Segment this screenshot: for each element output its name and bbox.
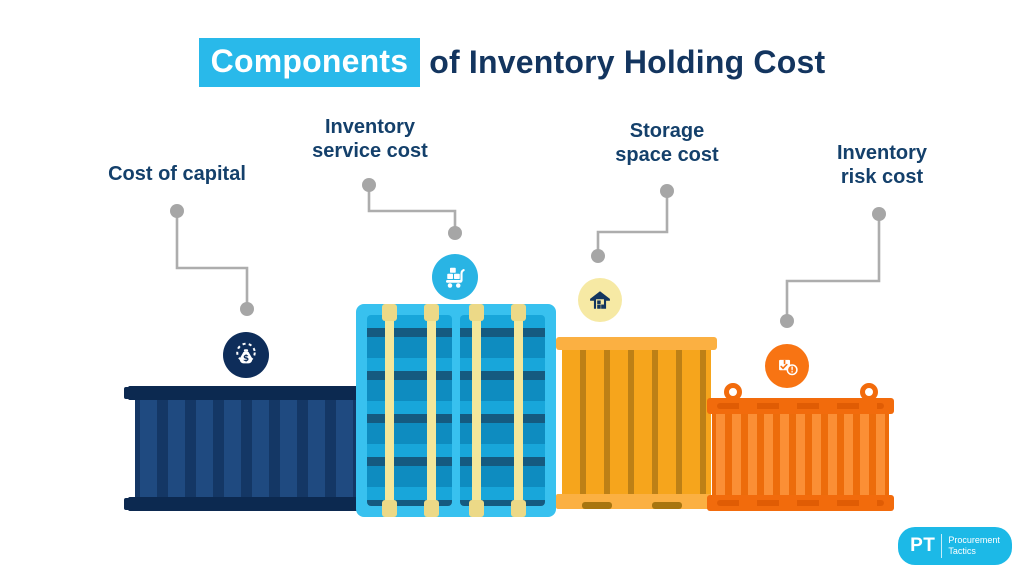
- label-cost-of-capital: Cost of capital: [108, 163, 246, 185]
- brand-name-line2: Tactics: [948, 546, 976, 556]
- money-gear-icon: $: [223, 332, 269, 378]
- label-storage-space-cost: Storage space cost: [615, 120, 719, 166]
- yellow-container-top-rail: [556, 337, 717, 350]
- page-title: Components of Inventory Holding Cost: [0, 38, 1024, 87]
- connector-dot: [170, 204, 184, 218]
- pallet-notch: [582, 502, 612, 509]
- connector-dot: [362, 178, 376, 192]
- brand-name-line1: Procurement: [948, 535, 1000, 545]
- svg-text:!: !: [790, 366, 793, 375]
- box-alert-icon: !: [765, 344, 809, 388]
- brand-name: Procurement Tactics: [948, 535, 1000, 557]
- pallet-notch: [652, 502, 682, 509]
- connector-cost-of-capital: [175, 211, 249, 309]
- locking-bar: [424, 304, 439, 517]
- navy-container: [135, 400, 357, 497]
- brand-initials: PT: [910, 535, 936, 556]
- orange-container: [712, 414, 889, 497]
- connector-dot: [780, 314, 794, 328]
- locking-bar: [511, 304, 526, 517]
- connector-dot: [660, 184, 674, 198]
- warehouse-icon: [578, 278, 622, 322]
- label-inventory-risk-cost: Inventory risk cost: [836, 142, 928, 188]
- navy-container-bottom-rail: [124, 497, 368, 511]
- connector-storage-space-cost: [596, 191, 669, 256]
- title-rest: of Inventory Holding Cost: [429, 44, 826, 80]
- orange-container-bottom-rail: [707, 495, 894, 511]
- cyan-container-left-door: [367, 315, 452, 506]
- title-highlight: Components: [198, 38, 421, 87]
- connector-dot: [591, 249, 605, 263]
- brand-logo: PT Procurement Tactics: [898, 527, 1012, 565]
- connector-inventory-risk-cost: [785, 214, 881, 321]
- yellow-container: [562, 350, 711, 501]
- connector-dot: [240, 302, 254, 316]
- navy-container-top-rail: [124, 386, 368, 400]
- connector-inventory-service-cost: [367, 185, 457, 233]
- locking-bar: [469, 304, 484, 517]
- cart-icon: [432, 254, 478, 300]
- svg-text:$: $: [243, 354, 249, 364]
- cyan-container: [356, 304, 556, 517]
- orange-container-top-rail: [707, 398, 894, 414]
- yellow-container-pallet: [556, 494, 711, 509]
- connector-dot: [872, 207, 886, 221]
- label-inventory-service-cost: Inventory service cost: [312, 116, 428, 162]
- connector-dot: [448, 226, 462, 240]
- brand-divider: [941, 534, 943, 558]
- locking-bar: [382, 304, 397, 517]
